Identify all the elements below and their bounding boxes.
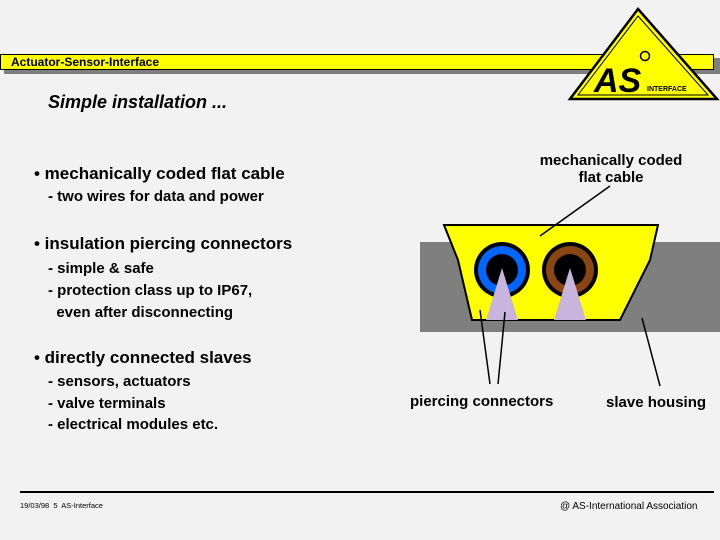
cable-cross-section-diagram: mechanically coded flat cable piercing c… bbox=[410, 150, 720, 420]
logo-text: AS bbox=[593, 62, 642, 100]
piercer-right bbox=[554, 268, 586, 320]
bullet-connected-slaves: • directly connected slaves bbox=[34, 348, 252, 367]
pointer-piercing-2 bbox=[497, 311, 506, 385]
header-title: Actuator-Sensor-Interface bbox=[11, 55, 160, 69]
bullet-slaves-sub-3: - electrical modules etc. bbox=[48, 416, 219, 433]
pointer-piercing-1 bbox=[479, 309, 491, 385]
label-flat-cable-line2: flat cable bbox=[578, 169, 644, 186]
bullet-flat-cable-sub-1: - two wires for data and power bbox=[48, 188, 264, 205]
bullet-piercing-sub-1: - simple & safe bbox=[48, 260, 154, 277]
as-interface-logo: AS INTERFACE bbox=[567, 7, 720, 101]
bullet-slaves-sub-1: - sensors, actuators bbox=[48, 373, 191, 390]
slide-subtitle: Simple installation ... bbox=[48, 92, 228, 112]
footer-copyright: @ AS-International Association bbox=[560, 501, 698, 512]
piercer-left bbox=[486, 268, 518, 320]
header-bar: Actuator-Sensor-Interface bbox=[0, 54, 714, 70]
bullet-piercing-sub-3: even after disconnecting bbox=[48, 304, 234, 321]
logo-subtext: INTERFACE bbox=[647, 86, 687, 93]
label-flat-cable-line1: mechanically coded bbox=[539, 152, 683, 169]
pointer-flat-cable bbox=[539, 185, 611, 237]
diagram-graphic bbox=[420, 185, 720, 387]
pointer-housing bbox=[641, 317, 661, 387]
label-piercing-connectors: piercing connectors bbox=[410, 393, 554, 410]
footer-divider bbox=[20, 491, 714, 493]
bullet-flat-cable: • mechanically coded flat cable bbox=[34, 164, 285, 183]
footer-date-page: 19/03/98 5 AS-Interface bbox=[20, 501, 103, 510]
label-flat-cable: mechanically coded flat cable bbox=[526, 152, 696, 186]
bullet-piercing-sub-2: - protection class up to IP67, bbox=[48, 282, 253, 299]
bullet-slaves-sub-2: - valve terminals bbox=[48, 395, 166, 412]
label-slave-housing: slave housing bbox=[606, 394, 707, 411]
bullet-piercing-connectors: • insulation piercing connectors bbox=[34, 234, 293, 253]
